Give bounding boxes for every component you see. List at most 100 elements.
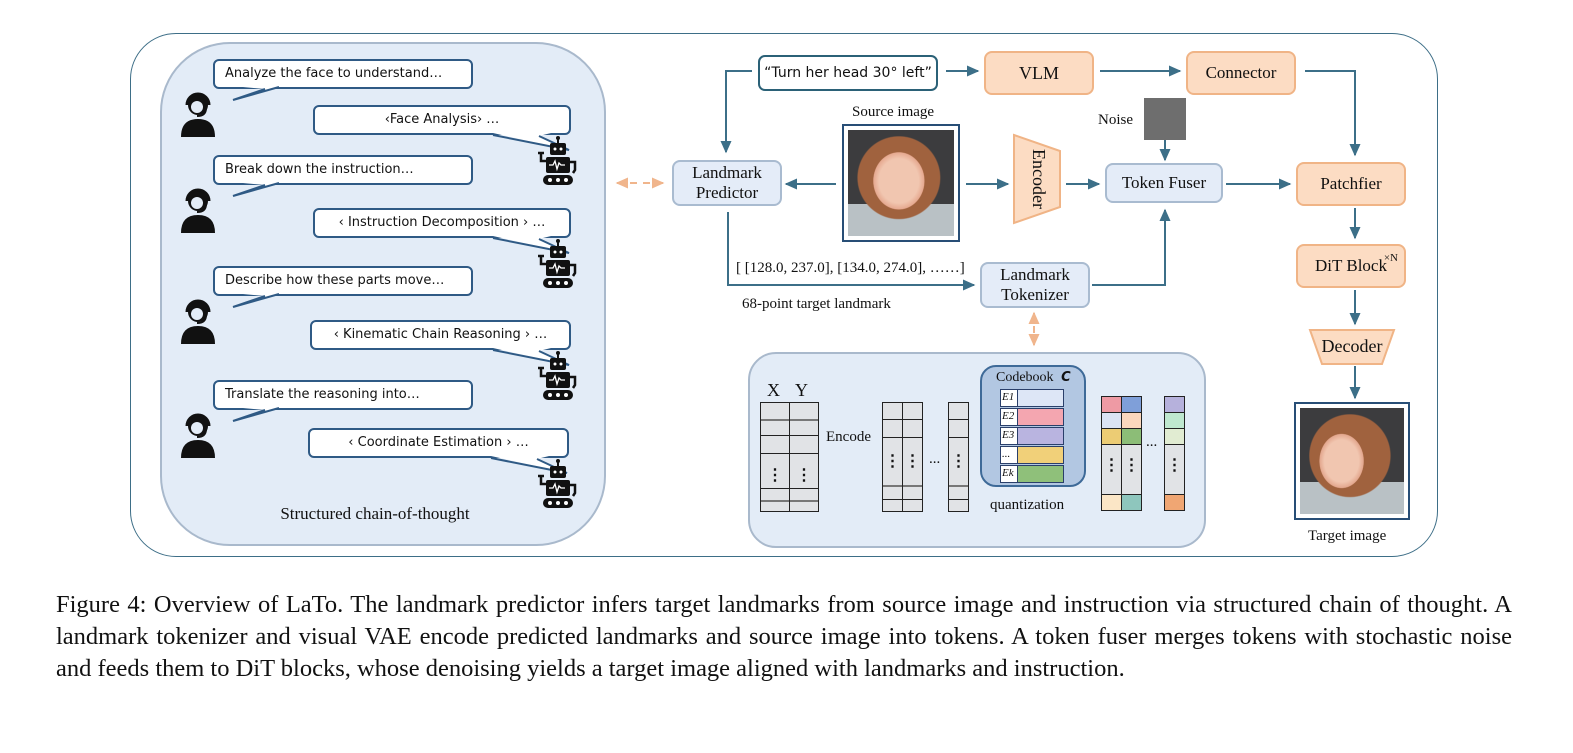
column-cell-divider <box>761 453 789 454</box>
source-face-photo <box>848 130 954 236</box>
codebook-entry-label: E3 <box>1001 428 1018 444</box>
landmark-coordinates: [ [128.0, 237.0], [134.0, 274.0], ……] <box>736 260 965 276</box>
robot-icon <box>536 458 580 515</box>
vertical-ellipsis: ⋮ <box>767 467 783 484</box>
landmark-predictor-box: Landmark Predictor <box>672 160 782 206</box>
user-speech-bubble: Describe how these parts move… <box>213 266 473 296</box>
encode-label: Encode <box>826 429 871 445</box>
quantized-token-ellipsis-cell: ⋮ <box>1101 444 1122 495</box>
user-headset-icon <box>178 298 218 349</box>
arrow-tokenizer-to-fuser <box>1092 208 1171 286</box>
speech-bubble-tail <box>232 182 280 197</box>
column-cell-divider <box>790 500 818 502</box>
vertical-ellipsis: ⋮ <box>884 453 901 470</box>
target-image <box>1294 402 1410 520</box>
user-headset-icon <box>178 412 218 463</box>
quantized-token-ellipsis-cell: ⋮ <box>1164 444 1185 495</box>
speech-bubble-tail <box>232 293 280 308</box>
encoded-column: ⋮ <box>882 402 903 512</box>
encoded-column: ⋮ <box>902 402 923 512</box>
column-cell-divider <box>949 499 968 500</box>
vertical-ellipsis: ⋮ <box>1103 457 1120 474</box>
column-cell-divider <box>883 499 902 500</box>
connector-box: Connector <box>1186 51 1296 95</box>
robot-icon <box>536 350 580 407</box>
column-cell-divider <box>761 488 789 489</box>
vertical-ellipsis: ⋮ <box>950 453 967 470</box>
user-speech-bubble: Analyze the face to understand… <box>213 59 473 89</box>
encoder-block: Encoder <box>1013 133 1061 225</box>
figure-caption: Figure 4: Overview of LaTo. The landmark… <box>56 591 1512 682</box>
landmark-predictor-label: Landmark Predictor <box>692 163 762 202</box>
decoder-block: Decoder <box>1308 329 1396 365</box>
speech-bubble-tail <box>490 456 568 474</box>
column-cell-divider <box>883 437 902 438</box>
column-cell-divider <box>761 500 789 502</box>
landmark-tokenizer-label: Landmark Tokenizer <box>1000 265 1070 304</box>
column-cell-divider <box>903 485 922 487</box>
arrow-instruction-to-predictor <box>720 70 752 154</box>
codebook-entry: ... <box>1000 446 1064 464</box>
vertical-ellipsis: ⋮ <box>796 467 812 484</box>
token-fuser-box: Token Fuser <box>1105 163 1223 203</box>
column-cell-divider <box>949 437 968 438</box>
column-cell-divider <box>761 435 789 436</box>
dit-block-box: DiT Block ×N <box>1296 244 1406 288</box>
user-speech-bubble: Break down the instruction… <box>213 155 473 185</box>
column-cell-divider <box>790 453 818 454</box>
user-headset-icon <box>178 91 218 142</box>
decoder-label: Decoder <box>1322 336 1383 356</box>
noise-image <box>1144 98 1186 140</box>
vlm-box: VLM <box>984 51 1094 95</box>
codebook-entry: E3 <box>1000 427 1064 445</box>
column-cell-divider <box>761 419 789 421</box>
column-cell-divider <box>903 437 922 438</box>
diagram-frame <box>130 33 1438 557</box>
column-cell-divider <box>883 419 902 420</box>
vertical-ellipsis: ⋮ <box>1166 457 1183 474</box>
quantized-token <box>1121 396 1142 413</box>
codebook-entry: Ek <box>1000 465 1064 483</box>
column-cell-divider <box>883 485 902 487</box>
patchifier-box: Patchfier <box>1296 162 1406 206</box>
assistant-speech-bubble: ‹ Instruction Decomposition › … <box>313 208 571 238</box>
landmark-caption: 68-point target landmark <box>742 296 891 312</box>
robot-icon <box>536 135 580 192</box>
column-cell-divider <box>790 419 818 421</box>
quantized-token-ellipsis-cell: ⋮ <box>1121 444 1142 495</box>
codebook-symbol: C <box>1061 370 1071 385</box>
quantized-token <box>1164 494 1185 511</box>
encoder-label: Encoder <box>1029 149 1049 209</box>
user-speech-bubble: Translate the reasoning into… <box>213 380 473 410</box>
dit-repeat-label: ×N <box>1383 252 1398 264</box>
codebook-entry: E2 <box>1000 408 1064 426</box>
assistant-speech-bubble: ‹Face Analysis› … <box>313 105 571 135</box>
source-image-label: Source image <box>852 104 935 120</box>
arrow-predictor-to-tokenizer <box>727 212 976 291</box>
column-cell-divider <box>903 499 922 500</box>
x-column-label: X <box>767 380 780 400</box>
y-column-label: Y <box>795 380 808 400</box>
codebook-entry: E1 <box>1000 389 1064 407</box>
encoded-column: ⋮ <box>948 402 969 512</box>
x-coordinate-column: ⋮ <box>760 402 790 512</box>
quantized-ellipsis: ... <box>1146 434 1158 450</box>
assistant-speech-bubble: ‹ Kinematic Chain Reasoning › … <box>310 320 571 350</box>
arrow-connector-to-patchifier <box>1305 70 1361 157</box>
noise-label: Noise <box>1098 112 1133 128</box>
codebook-entry-label: E1 <box>1001 390 1018 406</box>
speech-bubble-tail <box>232 86 280 101</box>
quantized-token <box>1164 428 1185 445</box>
speech-bubble-tail <box>232 407 280 422</box>
vertical-ellipsis: ⋮ <box>1123 457 1140 474</box>
codebook-entry-label: Ek <box>1001 466 1018 482</box>
dit-block-label: DiT Block <box>1315 256 1387 275</box>
quantization-label: quantization <box>990 497 1065 513</box>
quantized-token <box>1164 412 1185 429</box>
quantized-token <box>1121 412 1142 429</box>
quantized-token <box>1101 428 1122 445</box>
codebook-title: Codebook C <box>996 370 1071 386</box>
vertical-ellipsis: ⋮ <box>904 453 921 470</box>
codebook-title-text: Codebook <box>996 370 1054 385</box>
